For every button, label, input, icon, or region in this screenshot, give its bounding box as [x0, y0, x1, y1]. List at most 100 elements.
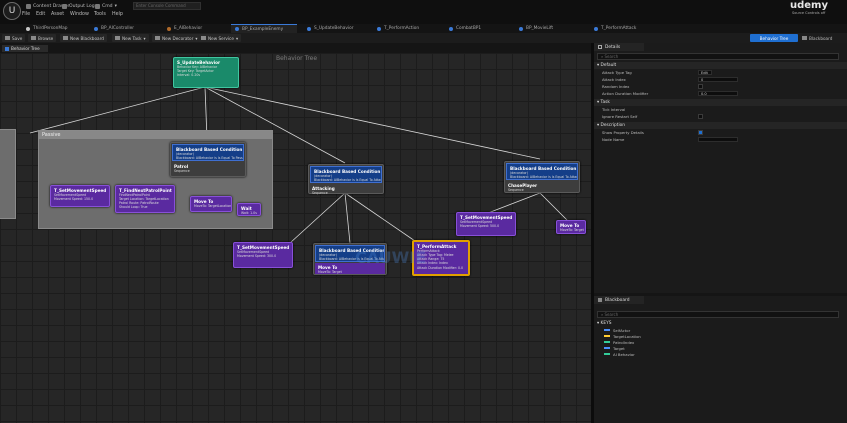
blackboard-tab[interactable]: Blackboard [594, 296, 644, 304]
connection-chase-moveto [539, 192, 569, 222]
random-index-checkbox[interactable] [698, 84, 703, 89]
blueprint-icon [377, 26, 381, 31]
wait-node[interactable]: Wait Wait: 1.0s [237, 203, 261, 216]
blackboard-mode-button[interactable]: Blackboard [802, 34, 844, 42]
menu-file[interactable]: File [22, 12, 31, 17]
folder-icon [26, 3, 31, 9]
tab-bp-exampleenemy[interactable]: BP_ExampleEnemy [231, 24, 297, 33]
section-description[interactable]: ▾ Description [594, 122, 847, 129]
comment-group-passive[interactable]: Passive [38, 130, 273, 229]
blueprint-icon [94, 26, 98, 31]
attacking-sequence-node[interactable]: Blackboard Based Condition (decorator) B… [308, 164, 384, 195]
connection-chase-speed [487, 192, 541, 214]
new-decorator-button[interactable]: New Decorator▾ [152, 34, 201, 42]
new-blackboard-button[interactable]: New Blackboard [60, 34, 107, 42]
save-button[interactable]: Save [2, 34, 26, 42]
blueprint-icon [519, 26, 523, 31]
int-key-icon [604, 341, 610, 343]
move-to-task[interactable]: Move To MoveTo: Target [315, 263, 385, 275]
move-to-node-2[interactable]: Move To MoveTo: Target [556, 220, 586, 234]
key-selfactor[interactable]: SelfActor [594, 327, 847, 333]
section-task[interactable]: ▾ Task [594, 99, 847, 106]
cmd-dropdown[interactable]: Cmd▾ [95, 2, 117, 10]
key-targetlocation[interactable]: TargetLocation [594, 333, 847, 339]
prop-show-property-details: Show Property Details [594, 129, 847, 136]
vector-key-icon [604, 335, 610, 337]
search-icon: ⌕ [601, 312, 605, 317]
tab-thirdpersonmap[interactable]: ThirdPersonMap [22, 24, 82, 33]
node-connections [29, 86, 569, 244]
output-log-button[interactable]: Output Log [62, 2, 95, 10]
menu-window[interactable]: Window [70, 12, 89, 17]
details-search-input[interactable]: ⌕ Search [597, 53, 839, 60]
tab-t-performaction[interactable]: T_PerformAction [373, 24, 439, 33]
edit-tag-button[interactable]: Edit [698, 70, 712, 75]
asset-toolbar [0, 33, 847, 43]
connection-attack-perform [344, 192, 416, 242]
menu-edit[interactable]: Edit [36, 12, 46, 17]
console-command-input[interactable]: Enter Console Command [133, 2, 201, 10]
section-default[interactable]: ▾ Default [594, 62, 847, 69]
node-name-field[interactable] [698, 137, 738, 142]
brand-logo: udemy [790, 0, 828, 11]
attack-index-field[interactable]: 0 [698, 77, 738, 82]
move-to-node-1[interactable]: Move To MoveTo: TargetLocation [190, 196, 232, 212]
key-patrolindex[interactable]: PatrolIndex [594, 339, 847, 345]
show-details-checkbox[interactable] [698, 130, 703, 135]
key-ai-behavior[interactable]: AI Behavior [594, 351, 847, 357]
enum-icon [167, 26, 171, 31]
behavior-tree-graph[interactable]: Behavior Tree S_UpdateBehavior [0, 53, 591, 423]
tab-t-performattack[interactable]: T_PerformAttack [590, 24, 656, 33]
details-icon [598, 45, 602, 49]
behavior-tree-mode-button[interactable]: Behavior Tree [750, 34, 798, 42]
tab-bp-movielift[interactable]: BP_MovieLift [515, 24, 575, 33]
set-movement-speed-node-2[interactable]: T_SetMovementSpeed SetMovementSpeed Move… [233, 242, 293, 268]
behavior-tree-panel-tab[interactable]: Behavior Tree [2, 45, 48, 52]
panel-splitter[interactable] [591, 43, 594, 423]
partial-group-left [0, 129, 16, 219]
menu-help[interactable]: Help [112, 12, 123, 17]
section-keys[interactable]: ▾ KEYS [597, 321, 612, 326]
prop-node-name: Node Name [594, 136, 847, 143]
ignore-restart-checkbox[interactable] [698, 114, 703, 119]
decorator-blackboard-condition[interactable]: Blackboard Based Condition (decorator) B… [172, 144, 244, 161]
decorator-blackboard-condition[interactable]: Blackboard Based Condition (decorator) B… [506, 163, 578, 180]
set-movement-speed-node-3[interactable]: T_SetMovementSpeed SetMovementSpeed Move… [456, 212, 516, 236]
watermark-logo: CAUWIE [355, 248, 427, 267]
terminal-icon [95, 3, 100, 9]
menu-tools[interactable]: Tools [94, 12, 106, 17]
patrol-sequence-node[interactable]: Blackboard Based Condition (decorator) B… [170, 142, 246, 177]
key-target[interactable]: Target [594, 345, 847, 351]
root-service-node[interactable]: S_UpdateBehavior Behavior Key: AIBehavio… [173, 57, 239, 88]
new-service-button[interactable]: New Service▾ [198, 34, 242, 42]
blackboard-search-input[interactable]: ⌕ Search [597, 311, 839, 318]
content-drawer-button[interactable]: Content Drawer [26, 2, 69, 10]
title-bar [0, 0, 847, 24]
source-control-status[interactable]: Source Controls off [792, 11, 826, 15]
browse-button[interactable]: Browse [28, 34, 57, 42]
tab-e-aibehavior[interactable]: E_AIBehavior [163, 24, 225, 33]
chase-player-sequence-node[interactable]: Blackboard Based Condition (decorator) B… [504, 161, 580, 193]
blackboard-icon [598, 298, 602, 302]
level-icon [26, 26, 30, 31]
find-next-patrol-point-node[interactable]: T_FindNextPatrolPoint FindNextPatrolPoin… [115, 185, 175, 213]
details-tab[interactable]: Details [594, 43, 644, 51]
tab-bp-aicontroller[interactable]: BP_AIController [90, 24, 152, 33]
details-panel: Details ⌕ Search ▾ Default Attack Type T… [594, 43, 847, 293]
unreal-logo-icon[interactable]: U [3, 2, 21, 20]
blueprint-icon [307, 26, 311, 31]
attack-moveto-node[interactable]: Blackboard Based Condition (decorator) B… [313, 243, 387, 275]
action-duration-field[interactable]: 0.0 [698, 91, 738, 96]
perform-attack-node-selected[interactable]: T_PerformAttack PerformAttack Attack Typ… [412, 240, 470, 276]
decorator-blackboard-condition[interactable]: Blackboard Based Condition (decorator) B… [315, 245, 385, 262]
blueprint-icon [449, 26, 453, 31]
decorator-blackboard-condition[interactable]: Blackboard Based Condition (decorator) B… [310, 166, 382, 183]
tab-combatbp1[interactable]: CombatBP1 [445, 24, 505, 33]
set-movement-speed-node-1[interactable]: T_SetMovementSpeed SetMovementSpeed Move… [50, 185, 110, 207]
behavior-tree-icon [235, 27, 239, 31]
new-task-button[interactable]: New Task▾ [112, 34, 149, 42]
tab-s-updatebehavior[interactable]: S_UpdateBehavior [303, 24, 369, 33]
menu-asset[interactable]: Asset [51, 12, 65, 17]
